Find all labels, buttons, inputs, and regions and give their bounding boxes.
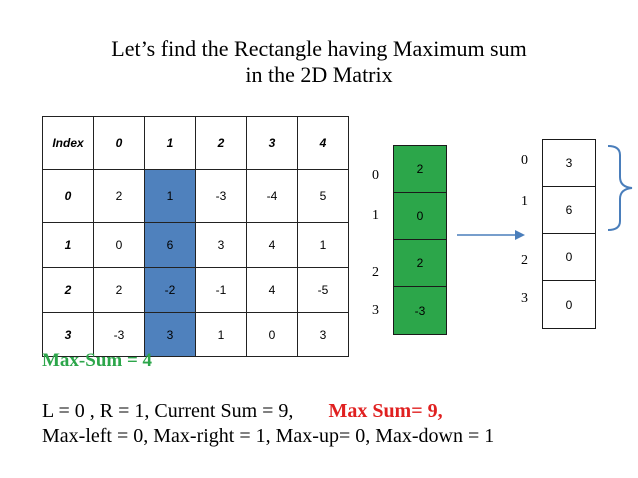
- header-cell-2: 2: [195, 116, 247, 170]
- matrix-cell: 2: [93, 169, 145, 223]
- result-index-label: 1: [521, 194, 528, 209]
- matrix-cell: -4: [246, 169, 298, 223]
- row-index: 1: [42, 222, 94, 268]
- matrix-cell: 0: [93, 222, 145, 268]
- matrix-row: 0 2 1 -3 -4 5: [42, 169, 349, 223]
- matrix-table: Index 0 1 2 3 4 0 2 1 -3 -4 5 1 0 6 3 4 …: [42, 116, 349, 357]
- header-cell-4: 4: [297, 116, 349, 170]
- title-line-2: in the 2D Matrix: [245, 62, 393, 87]
- matrix-cell-highlighted: -2: [144, 267, 196, 313]
- temp-sum-cell: 2: [393, 239, 447, 287]
- result-column: 3 6 0 0: [542, 139, 596, 329]
- header-cell-3: 3: [246, 116, 298, 170]
- matrix-cell: 1: [297, 222, 349, 268]
- matrix-cell: 3: [195, 222, 247, 268]
- matrix-cell-highlighted: 6: [144, 222, 196, 268]
- temp-sum-cell: -3: [393, 286, 447, 335]
- curly-bracket-icon: [607, 145, 633, 231]
- matrix-cell: 2: [93, 267, 145, 313]
- result-cell: 6: [542, 186, 596, 234]
- matrix-cell: 4: [246, 222, 298, 268]
- matrix-row: 1 0 6 3 4 1: [42, 222, 349, 268]
- title-line-1: Let’s find the Rectangle having Maximum …: [111, 36, 527, 61]
- result-cell: 3: [542, 139, 596, 187]
- temp-index-label: 0: [372, 168, 379, 183]
- result-index-label: 0: [521, 153, 528, 168]
- matrix-cell: 3: [297, 312, 349, 357]
- temp-index-label: 3: [372, 303, 379, 318]
- status-line-2: Max-left = 0, Max-right = 1, Max-up= 0, …: [42, 425, 495, 447]
- header-cell-1: 1: [144, 116, 196, 170]
- row-index: 3: [42, 312, 94, 357]
- result-index-label: 3: [521, 291, 528, 306]
- matrix-cell: -5: [297, 267, 349, 313]
- temp-index-label: 2: [372, 265, 379, 280]
- temp-sum-cell: 2: [393, 145, 447, 193]
- result-index-label: 2: [521, 253, 528, 268]
- matrix-cell: -3: [195, 169, 247, 223]
- max-sum-label: Max-Sum = 4: [42, 350, 153, 371]
- matrix-cell: 1: [195, 312, 247, 357]
- temp-index-label: 1: [372, 208, 379, 223]
- temp-sum-column: 2 0 2 -3: [393, 145, 447, 335]
- row-index: 0: [42, 169, 94, 223]
- header-cell-index: Index: [42, 116, 94, 170]
- matrix-row: 3 -3 3 1 0 3: [42, 312, 349, 357]
- matrix-row: 2 2 -2 -1 4 -5: [42, 267, 349, 313]
- row-index: 2: [42, 267, 94, 313]
- status-line-1: L = 0 , R = 1, Current Sum = 9, Max Sum=…: [42, 400, 443, 423]
- matrix-cell-highlighted: 1: [144, 169, 196, 223]
- right-arrow-icon: [457, 230, 525, 240]
- temp-sum-cell: 0: [393, 192, 447, 240]
- matrix-cell: 0: [246, 312, 298, 357]
- result-cell: 0: [542, 280, 596, 329]
- matrix-header-row: Index 0 1 2 3 4: [42, 116, 349, 170]
- result-cell: 0: [542, 233, 596, 281]
- max-sum-status: Max Sum= 9,: [328, 400, 443, 422]
- status-line-1-text: L = 0 , R = 1, Current Sum = 9,: [42, 400, 294, 422]
- matrix-cell: 4: [246, 267, 298, 313]
- matrix-cell-highlighted: 3: [144, 312, 196, 357]
- matrix-cell: 5: [297, 169, 349, 223]
- header-cell-0: 0: [93, 116, 145, 170]
- matrix-cell: -1: [195, 267, 247, 313]
